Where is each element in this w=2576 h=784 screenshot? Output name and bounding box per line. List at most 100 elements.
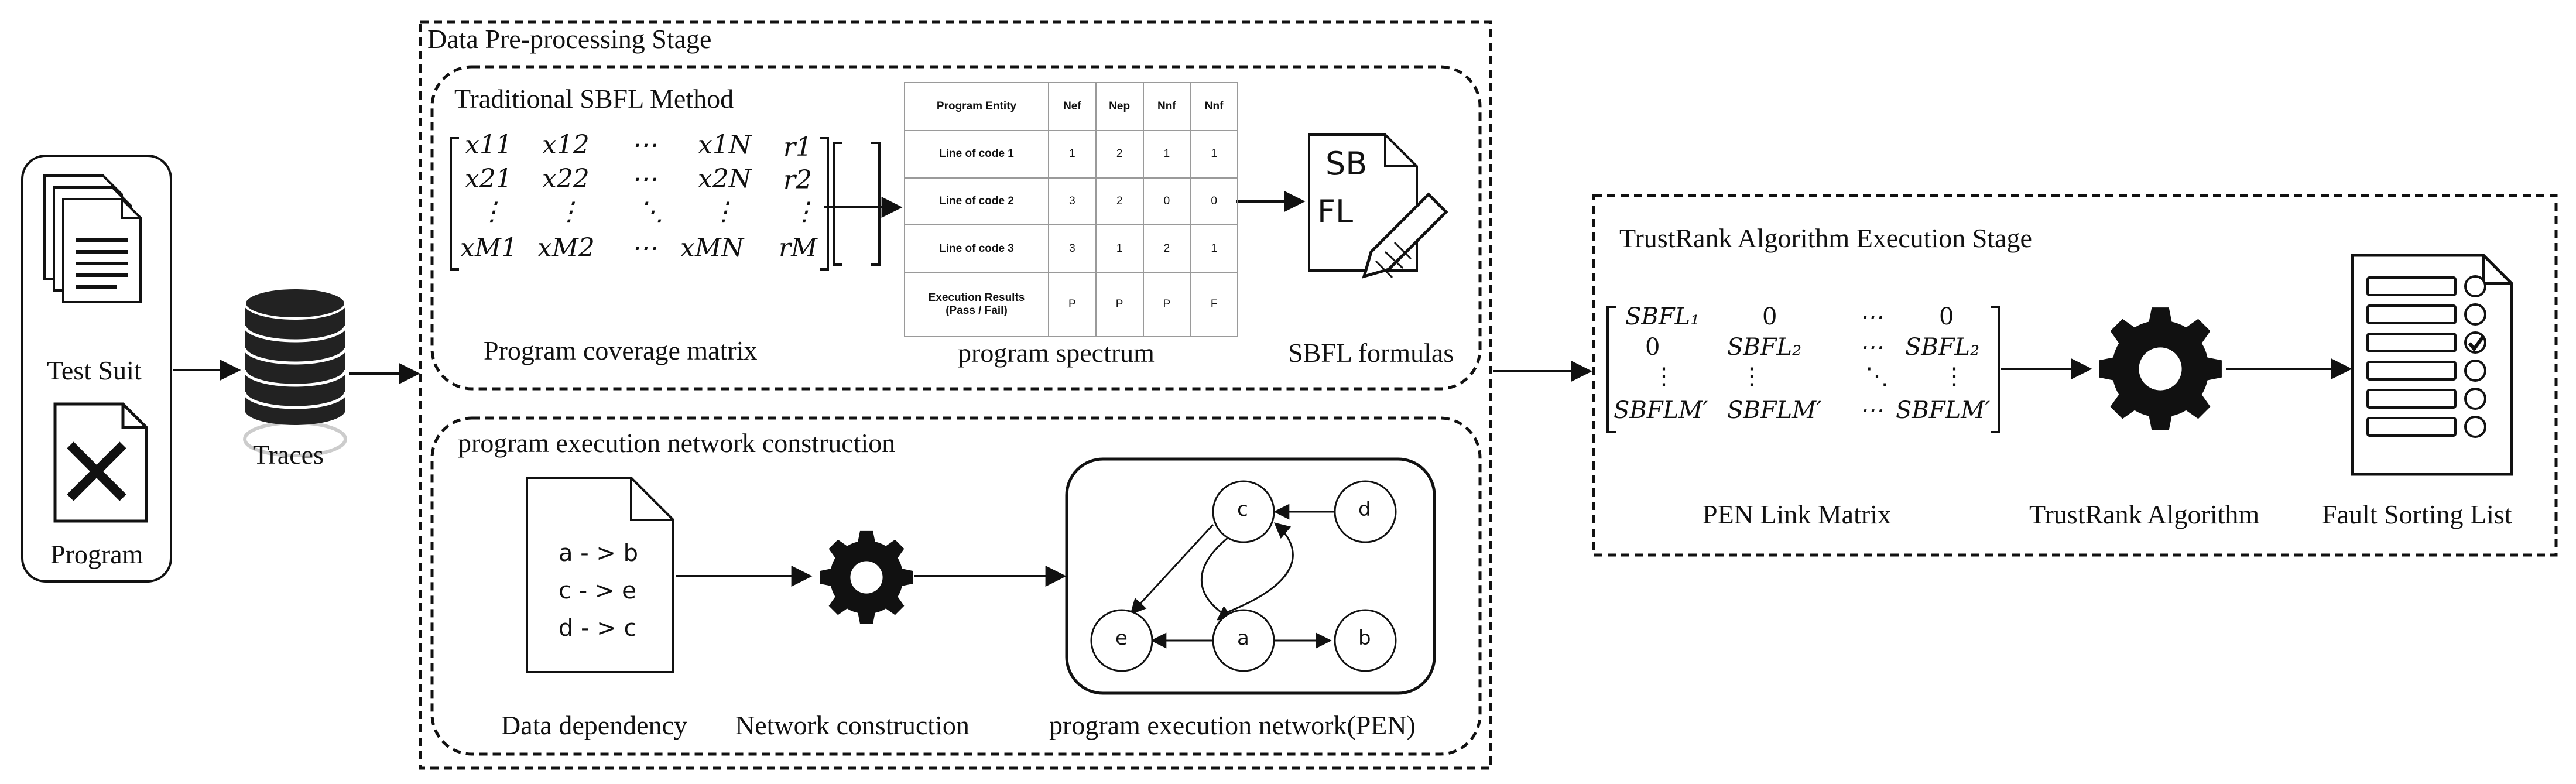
table-cell: Line of code 3	[904, 224, 1049, 273]
table-header-row: Program Entity Nef Nep Nnf Nnf	[904, 82, 1238, 131]
result-vector-brackets	[833, 142, 881, 266]
coverage-matrix-caption: Program coverage matrix	[484, 335, 758, 365]
documents-icon	[43, 174, 142, 303]
network-construction-caption: Network construction	[735, 710, 970, 740]
matrix-cell: ⋮	[556, 197, 582, 227]
result-vector-cell: ⋮	[792, 197, 817, 227]
link-matrix-cell: SBFLM′	[1727, 397, 1822, 424]
matrix-cell: x2N	[698, 164, 752, 194]
pen-link-matrix-caption: PEN Link Matrix	[1703, 499, 1891, 529]
matrix-cell: ⋱	[638, 197, 664, 227]
program-label: Program	[50, 539, 143, 569]
matrix-cell: x21	[465, 164, 512, 194]
table-cell: 1	[1048, 130, 1097, 179]
pen-node-a: a	[1237, 626, 1249, 650]
table-cell: 3	[1048, 177, 1097, 226]
pen-construction-box	[430, 416, 1482, 756]
table-cell: Execution Results (Pass / Fail)	[904, 272, 1049, 337]
test-suit-label: Test Suit	[47, 355, 142, 385]
trustrank-stage-title: TrustRank Algorithm Execution Stage	[1619, 223, 2032, 253]
table-cell: Line of code 1	[904, 130, 1049, 179]
fault-list-icon	[2351, 254, 2513, 476]
matrix-cell: ⋮	[711, 197, 737, 227]
link-matrix-cell: 0	[1762, 303, 1777, 330]
table-cell: Line of code 2	[904, 177, 1049, 226]
fault-sorting-list-caption: Fault Sorting List	[2322, 499, 2512, 529]
matrix-cell: x22	[542, 164, 590, 194]
result-vector-cell: r1	[783, 132, 813, 162]
table-cell: 2	[1142, 224, 1191, 273]
pen-node-c: c	[1237, 498, 1248, 521]
table-cell: P	[1142, 272, 1191, 337]
dependency-line: a - > b	[559, 540, 638, 567]
data-dependency-caption: Data dependency	[501, 710, 688, 740]
pen-node-d: d	[1358, 498, 1371, 521]
table-header: Program Entity	[904, 82, 1049, 131]
link-matrix-cell: ⋮	[1740, 363, 1763, 390]
table-cell: P	[1095, 272, 1144, 337]
table-cell: 2	[1095, 177, 1144, 226]
link-matrix-cell: ⋱	[1865, 363, 1889, 390]
link-matrix-cell: ⋯	[1859, 397, 1883, 424]
table-header: Nef	[1048, 82, 1097, 131]
pen-network-box	[1065, 457, 1436, 695]
dependency-line: c - > e	[559, 577, 636, 604]
traces-label: Traces	[253, 440, 324, 470]
coverage-matrix-brackets	[450, 137, 829, 271]
trustrank-gear-icon	[2099, 307, 2222, 430]
pen-construction-title: program execution network construction	[458, 428, 896, 458]
matrix-cell: x11	[465, 130, 512, 160]
trustrank-stage-box	[1592, 194, 2558, 557]
table-cell: 0	[1190, 177, 1238, 226]
database-icon	[243, 287, 347, 457]
trustrank-algorithm-caption: TrustRank Algorithm	[2029, 499, 2260, 529]
matrix-cell: ⋯	[631, 130, 657, 160]
table-cell: 3	[1048, 224, 1097, 273]
link-matrix-cell: ⋮	[1943, 363, 1966, 390]
matrix-cell: xM1	[460, 233, 518, 263]
table-row: Execution Results (Pass / Fail) P P P F	[904, 272, 1238, 337]
table-row: Line of code 3 3 1 2 1	[904, 224, 1238, 273]
table-cell: 1	[1095, 224, 1144, 273]
table-cell: 1	[1142, 130, 1191, 179]
table-row: Line of code 2 3 2 0 0	[904, 177, 1238, 226]
matrix-cell: ⋯	[631, 233, 657, 263]
matrix-cell: xM2	[537, 233, 595, 263]
preprocessing-stage-title: Data Pre-processing Stage	[427, 24, 712, 54]
link-matrix-cell: SBFL₂	[1905, 334, 1980, 361]
table-header: Nnf	[1190, 82, 1238, 131]
program-spectrum-caption: program spectrum	[958, 338, 1155, 368]
result-vector-cell: rM	[779, 233, 818, 263]
link-matrix-cell: 0	[1645, 334, 1660, 361]
table-cell: 2	[1095, 130, 1144, 179]
input-panel	[21, 155, 172, 583]
link-matrix-cell: SBFL₂	[1727, 334, 1802, 361]
network-gear-icon	[820, 530, 913, 624]
table-header: Nep	[1095, 82, 1144, 131]
result-vector-cell: r2	[783, 165, 813, 195]
formula-icon-text-sb: SB	[1325, 145, 1368, 182]
link-matrix-cell: SBFLM′	[1896, 397, 1991, 424]
matrix-cell: ⋯	[631, 164, 657, 194]
table-cell: 1	[1190, 130, 1238, 179]
formula-pencil-icon	[1308, 133, 1448, 279]
table-row: Line of code 1 1 2 1 1	[904, 130, 1238, 179]
link-matrix-cell: ⋯	[1859, 334, 1883, 361]
matrix-cell: ⋮	[479, 197, 505, 227]
pen-node-b: b	[1358, 626, 1371, 650]
link-matrix-cell: ⋮	[1652, 363, 1676, 390]
link-matrix-brackets	[1606, 306, 2000, 433]
sbfl-method-title: Traditional SBFL Method	[454, 84, 734, 114]
matrix-cell: x1N	[698, 130, 752, 160]
dependency-line: d - > c	[559, 615, 637, 642]
dependency-document-icon	[526, 477, 674, 673]
table-cell: F	[1190, 272, 1238, 337]
link-matrix-cell: SBFLM′	[1614, 397, 1708, 424]
program-icon	[53, 402, 148, 523]
pen-node-circles	[1090, 480, 1397, 672]
pen-caption: program execution network(PEN)	[1049, 710, 1416, 740]
preprocessing-stage-box	[419, 20, 1492, 770]
link-matrix-cell: 0	[1939, 303, 1954, 330]
pen-edges	[1130, 504, 1334, 649]
